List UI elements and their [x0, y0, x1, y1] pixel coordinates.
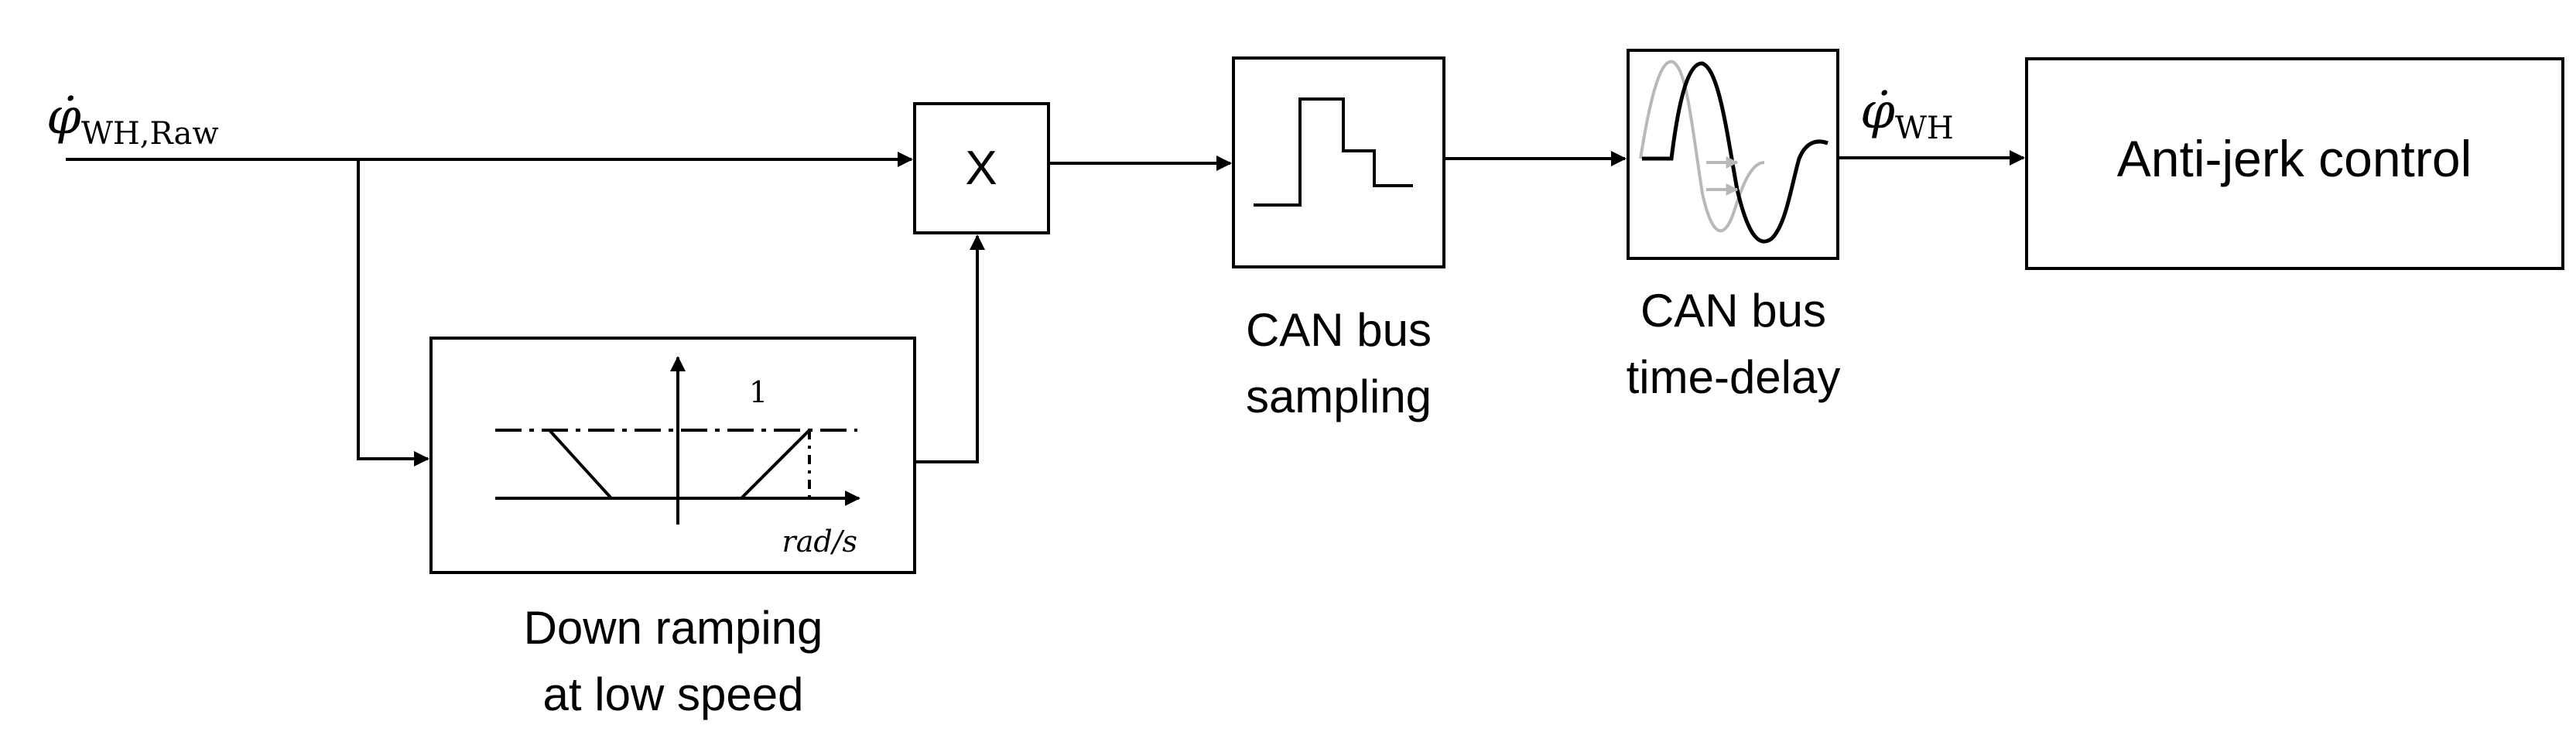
antijerk-label: Anti-jerk control	[2117, 130, 2472, 187]
output-signal-label: φ̇WH	[1860, 83, 1954, 146]
input-signal-label: φ̇WH,Raw	[46, 88, 219, 152]
ramp-left-slope	[548, 429, 613, 500]
multiplier-block: X	[913, 102, 1050, 234]
ramp-caption-line2: at low speed	[543, 668, 804, 720]
output-signal-subscript: WH	[1895, 111, 1954, 146]
antijerk-block: Anti-jerk control	[2025, 57, 2564, 270]
wire-branch-to-ramp	[357, 159, 429, 467]
antijerk-box	[2025, 57, 2564, 270]
sampling-block	[1232, 56, 1445, 268]
ramp-block: 1 rad/s	[429, 337, 916, 574]
multiplier-label: X	[965, 142, 997, 195]
sampling-staircase-icon	[1254, 97, 1413, 207]
ramp-gain-label: 1	[749, 375, 768, 409]
sampling-box	[1232, 56, 1445, 268]
ramp-axis-label: rad/s	[782, 525, 857, 559]
sampling-caption-line2: sampling	[1246, 371, 1432, 422]
ramp-right-slope	[740, 429, 811, 500]
multiplier-box	[913, 102, 1050, 234]
delay-caption-line1: CAN bus	[1640, 285, 1826, 337]
input-signal-symbol: φ̇	[46, 88, 81, 145]
wire-ramp-to-multiplier	[915, 234, 985, 463]
ramp-caption-line1: Down ramping	[524, 602, 823, 654]
delay-shifted-wave-icon	[1642, 61, 1829, 244]
output-signal-symbol: φ̇	[1860, 83, 1895, 140]
ramp-box	[429, 337, 916, 574]
sampling-caption-line1: CAN bus	[1246, 304, 1432, 356]
connections	[66, 150, 2025, 467]
input-signal-subscript: WH,Raw	[81, 116, 219, 152]
delay-caption-line2: time-delay	[1627, 351, 1841, 403]
delay-block	[1627, 49, 1839, 260]
